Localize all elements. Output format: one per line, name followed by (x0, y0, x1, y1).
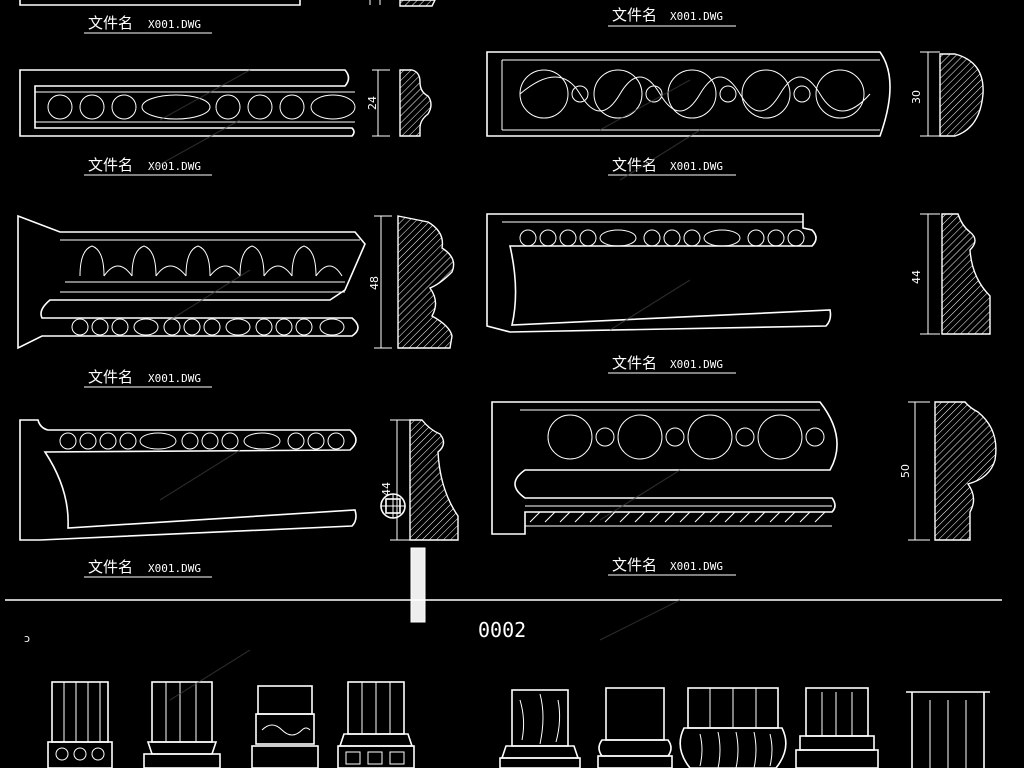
cornice-right-2 (486, 213, 832, 333)
dimension-right-2: 44 (910, 213, 940, 335)
label-left-3: 文件名 X001.DWG (84, 558, 212, 578)
dimension-left-3: 44 (380, 419, 410, 541)
svg-text:X001.DWG: X001.DWG (148, 562, 201, 575)
rope-molding (525, 505, 832, 527)
profile-left-1 (399, 69, 432, 137)
cornice-right-3 (491, 401, 838, 535)
guilloche-circles (519, 69, 871, 119)
column-base-7 (679, 687, 787, 768)
label-right-1: 文件名 X001.DWG (608, 156, 736, 176)
svg-text:文件名: 文件名 (612, 156, 657, 174)
label-top-right: 文件名 X001.DWG (608, 6, 736, 27)
dimension-left-1: 24 (366, 69, 390, 137)
svg-text:44: 44 (910, 270, 923, 284)
bead-row-right-2 (519, 229, 805, 247)
scroll-indicator[interactable] (410, 547, 426, 623)
column-base-5 (499, 689, 581, 768)
column-base-8 (795, 687, 879, 768)
svg-text:文件名: 文件名 (88, 14, 133, 32)
leaf-ornament-row (79, 245, 343, 277)
svg-text:30: 30 (910, 90, 923, 104)
column-base-3 (251, 685, 319, 768)
svg-text:50: 50 (899, 464, 912, 478)
section-number: 0002 (478, 618, 526, 642)
dimension-right-1: 30 (910, 51, 940, 137)
label-top-left: 文件名 X001.DWG (84, 14, 212, 34)
circle-frieze (547, 414, 825, 460)
profile-right-1 (939, 53, 984, 137)
svg-text:文件名: 文件名 (612, 6, 657, 24)
bead-row (47, 94, 356, 120)
cornice-left-1 (19, 69, 356, 137)
dimension-right-3: 50 (899, 401, 930, 541)
bead-row-2 (71, 318, 345, 336)
label-left-1: 文件名 X001.DWG (84, 156, 212, 176)
profile-right-2 (941, 213, 991, 335)
column-base-1 (47, 681, 113, 768)
dimension-left-2: 48 (368, 215, 392, 349)
svg-text:48: 48 (368, 276, 381, 290)
svg-text:文件名: 文件名 (88, 156, 133, 174)
cursor-target-icon[interactable] (380, 493, 406, 519)
cornice-left-2 (17, 214, 366, 350)
watermark (149, 69, 701, 701)
svg-text:X001.DWG: X001.DWG (670, 160, 723, 173)
svg-text:24: 24 (366, 96, 379, 110)
profile-left-2 (397, 215, 455, 349)
svg-text:44: 44 (380, 482, 393, 496)
label-right-2: 文件名 X001.DWG (608, 354, 736, 374)
label-left-2: 文件名 X001.DWG (84, 368, 212, 388)
top-left-partial-cornice (19, 0, 436, 7)
cornice-left-3 (19, 419, 357, 541)
column-base-9 (906, 691, 990, 768)
svg-text:X001.DWG: X001.DWG (670, 10, 723, 23)
cornice-right-1 (486, 51, 891, 137)
column-base-2 (143, 681, 221, 768)
svg-text:文件名: 文件名 (612, 354, 657, 372)
bead-row-left-3 (59, 432, 345, 450)
svg-text:文件名: 文件名 (88, 368, 133, 386)
profile-left-3 (409, 419, 459, 541)
svg-text:X001.DWG: X001.DWG (148, 372, 201, 385)
label-right-3: 文件名 X001.DWG (608, 556, 736, 576)
svg-text:文件名: 文件名 (88, 558, 133, 576)
column-base-6 (597, 687, 673, 768)
svg-text:文件名: 文件名 (612, 556, 657, 574)
profile-right-3 (934, 401, 997, 541)
section-mark: ɔ (24, 632, 30, 645)
column-base-4 (337, 681, 415, 768)
svg-text:X001.DWG: X001.DWG (148, 18, 201, 31)
svg-text:X001.DWG: X001.DWG (670, 358, 723, 371)
svg-text:X001.DWG: X001.DWG (670, 560, 723, 573)
